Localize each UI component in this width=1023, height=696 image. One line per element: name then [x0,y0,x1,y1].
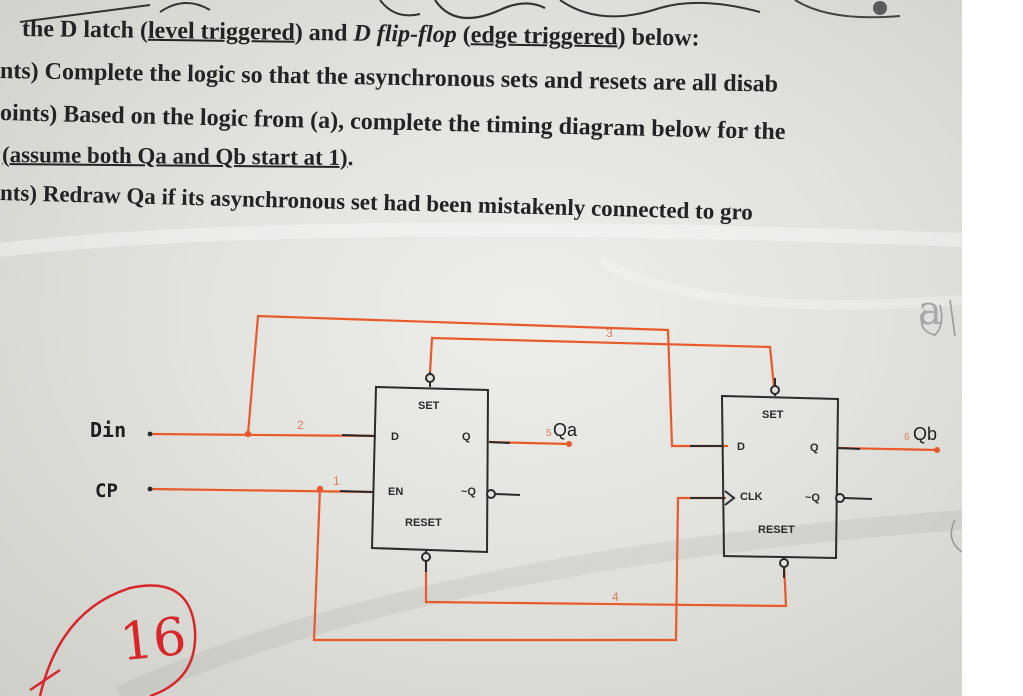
wire-number-4: 4 [612,590,619,604]
pencil-mark [920,299,962,553]
input-terminals [147,431,153,492]
din-label: Din [90,418,127,442]
orange-wires [149,314,939,642]
ff-qbar-label: ~Q [805,492,820,504]
ff-reset-label: RESET [758,524,795,536]
handwritten-marks [29,584,197,696]
handwritten-score: 16 [117,606,190,674]
wire-junctions [244,430,940,493]
ff-d-label: D [737,441,745,453]
wire-number-2: 2 [297,418,304,432]
wire-number-1: 1 [333,474,340,488]
d-latch [339,372,521,572]
qb-label: Qb [913,424,938,444]
latch-reset-label: RESET [405,517,442,529]
latch-qbar-label: ~Q [461,486,476,498]
wire-number-6: 6 [904,432,910,443]
photo: the D latch (level triggered) and D flip… [0,0,962,696]
latch-q-label: Q [462,431,471,443]
circuit-diagram [29,299,962,696]
latch-set-label: SET [418,400,440,412]
top-scribble [19,0,901,23]
ff-q-label: Q [810,442,819,454]
qa-label: Qa [553,420,578,440]
wire-number-5: 5 [546,428,552,439]
d-flipflop [690,378,873,578]
handwritten-part-mark: a [918,288,942,334]
ff-clk-label: CLK [740,491,763,503]
latch-en-label: EN [388,486,404,498]
cp-label: CP [95,480,118,502]
ff-set-label: SET [762,409,784,421]
wire-number-3: 3 [606,326,613,340]
latch-d-label: D [391,431,399,443]
